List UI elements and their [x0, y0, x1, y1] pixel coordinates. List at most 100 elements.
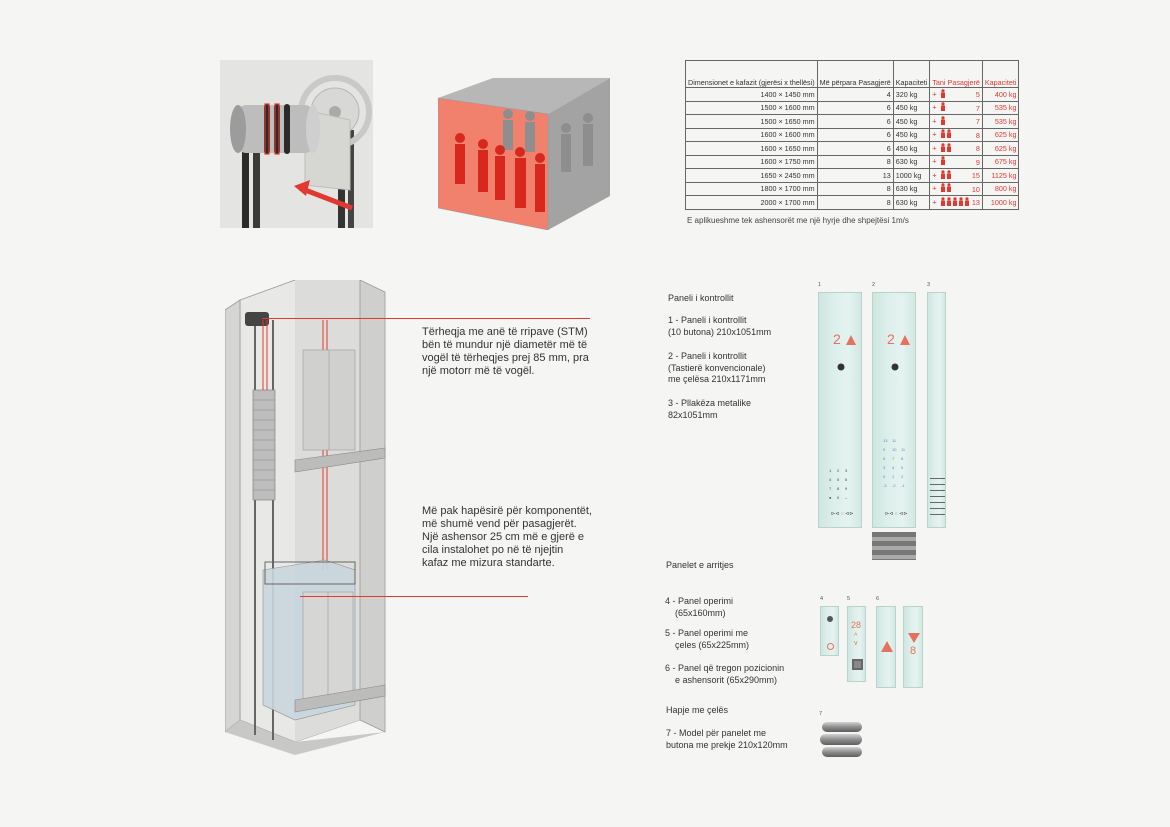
up-arrow-icon: [881, 641, 893, 652]
elevator-shaft-illustration: [224, 279, 415, 770]
cell-passengers-now: +10: [929, 181, 983, 196]
person-icons: [937, 183, 953, 194]
down-arrow-icon: [908, 633, 920, 643]
panel-item-4: 4 - Panel operimi (65x160mm): [665, 596, 815, 619]
key-opening-title: Hapje me çelës: [666, 705, 729, 715]
plus-sign: +: [932, 89, 937, 99]
panel-tag-5: 5: [847, 596, 851, 602]
cell-passengers-before: 4: [816, 87, 894, 102]
operating-panel-4: [820, 606, 839, 656]
cell-passengers-before: 8: [816, 195, 894, 210]
plus-sign: +: [932, 102, 937, 112]
cell-capacity-before: 450 kg: [892, 114, 931, 129]
door-buttons-icon: ⊳⊲ ◌ ⊲⊳: [831, 511, 854, 517]
key-switch-icon: [852, 659, 863, 670]
passengers-now-value: 7: [975, 117, 980, 126]
cell-passengers-before: 6: [816, 114, 894, 129]
control-panel-title: Paneli i kontrollit: [668, 293, 734, 303]
panel-tag-1: 1: [818, 282, 822, 288]
cell-passengers-now: +13: [929, 195, 983, 210]
person-icons: [937, 88, 947, 100]
up-down-arrows-icon: ^v: [854, 633, 858, 647]
position-panel-down: 8: [903, 606, 923, 688]
position-panel-up: [876, 606, 896, 688]
cell-capacity-before: 630 kg: [892, 154, 931, 169]
plus-sign: +: [932, 197, 937, 207]
cell-dimensions: 1600 × 1600 mm: [685, 127, 818, 142]
panel-item-1-name: 1 - Paneli i kontrollit: [668, 315, 747, 325]
floor-display: 2: [887, 331, 895, 347]
cell-passengers-now: +15: [929, 168, 983, 183]
capacity-table: Dimensionet e kafazit (gjerësi x thellës…: [685, 60, 1020, 210]
plus-sign: +: [932, 143, 937, 153]
cell-dimensions: 1600 × 1650 mm: [685, 141, 818, 156]
panel-item-4-name: 4 - Panel operimi: [665, 596, 734, 606]
cell-passengers-now: +5: [929, 87, 983, 102]
panel-item-3-name: 3 - Pllakëza metalike: [668, 398, 752, 408]
cell-passengers-now: +7: [929, 100, 983, 115]
panel-item-2: 2 - Paneli i kontrollit (Tastierë konven…: [668, 351, 808, 386]
plus-sign: +: [932, 116, 937, 126]
arrival-panels-title: Panelet e arritjes: [666, 560, 734, 570]
cell-capacity-before: 630 kg: [892, 181, 931, 196]
cell-dimensions: 1600 × 1750 mm: [685, 154, 818, 169]
passengers-now-value: 7: [975, 103, 980, 113]
cell-passengers-now: +9: [929, 154, 983, 169]
person-icons: [937, 102, 947, 113]
cell-passengers-now: +7: [929, 114, 983, 129]
key-switch-module-icon: [872, 532, 916, 560]
cell-dimensions: 1400 × 1450 mm: [685, 87, 818, 102]
col-passengers-now: Tani Pasagjerë: [929, 60, 983, 88]
cell-capacity-now: 535 kg: [981, 114, 1020, 129]
floor-display: 2: [833, 331, 841, 347]
cabin-passengers-illustration: [437, 78, 610, 231]
cell-capacity-before: 630 kg: [892, 195, 931, 210]
cell-dimensions: 1800 × 1700 mm: [685, 181, 818, 196]
panel-item-6-spec: e ashensorit (65x290mm): [675, 674, 778, 685]
cell-passengers-before: 8: [816, 181, 894, 196]
panel-item-1: 1 - Paneli i kontrollit (10 butona) 210x…: [668, 315, 808, 338]
cell-passengers-before: 13: [816, 168, 894, 183]
panel-item-3: 3 - Pllakëza metalike 82x1051mm: [668, 398, 808, 421]
cell-capacity-before: 450 kg: [892, 127, 931, 142]
panel-tag-3: 3: [927, 282, 931, 288]
plus-sign: +: [932, 129, 937, 139]
callout-stm: Tërheqja me anë të rripave (STM) bën të …: [422, 326, 589, 377]
passengers-now-value: 8: [975, 144, 980, 153]
plus-sign: +: [932, 183, 937, 193]
callout-space: Më pak hapësirë për komponentët, më shum…: [422, 505, 592, 569]
panel-item-7-spec: butona me prekje 210x120mm: [666, 739, 788, 750]
plus-sign: +: [932, 156, 937, 166]
cell-passengers-before: 6: [816, 100, 894, 115]
cell-capacity-now: 535 kg: [981, 100, 1020, 115]
panel-item-5: 5 - Panel operimi me çeles (65x225mm): [665, 628, 815, 651]
cell-passengers-now: +8: [929, 141, 983, 156]
cell-passengers-before: 6: [816, 127, 894, 142]
stm-drive-illustration: [220, 60, 373, 228]
plus-sign: +: [932, 170, 937, 180]
cell-capacity-before: 450 kg: [892, 100, 931, 115]
passengers-now-value: 8: [975, 130, 980, 140]
panel-item-2-spec: me çelësa 210x1171mm: [668, 374, 766, 384]
cell-capacity-now: 1000 kg: [981, 195, 1020, 210]
cell-dimensions: 1650 × 2450 mm: [685, 168, 818, 183]
cell-dimensions: 1500 × 1600 mm: [685, 100, 818, 115]
panel-tag-7: 7: [819, 711, 823, 717]
door-buttons-icon: ⊳⊲ ◌ ⊲⊳: [885, 511, 908, 517]
cell-passengers-now: +8: [929, 127, 983, 142]
operating-panel-5: 28 ^v: [847, 606, 866, 682]
col-dimensions: Dimensionet e kafazit (gjerësi x thellës…: [685, 60, 818, 88]
person-icons: [937, 115, 947, 127]
metal-plate-panel: [927, 292, 946, 528]
cell-capacity-before: 450 kg: [892, 141, 931, 156]
touch-button-model-7: [818, 718, 868, 760]
